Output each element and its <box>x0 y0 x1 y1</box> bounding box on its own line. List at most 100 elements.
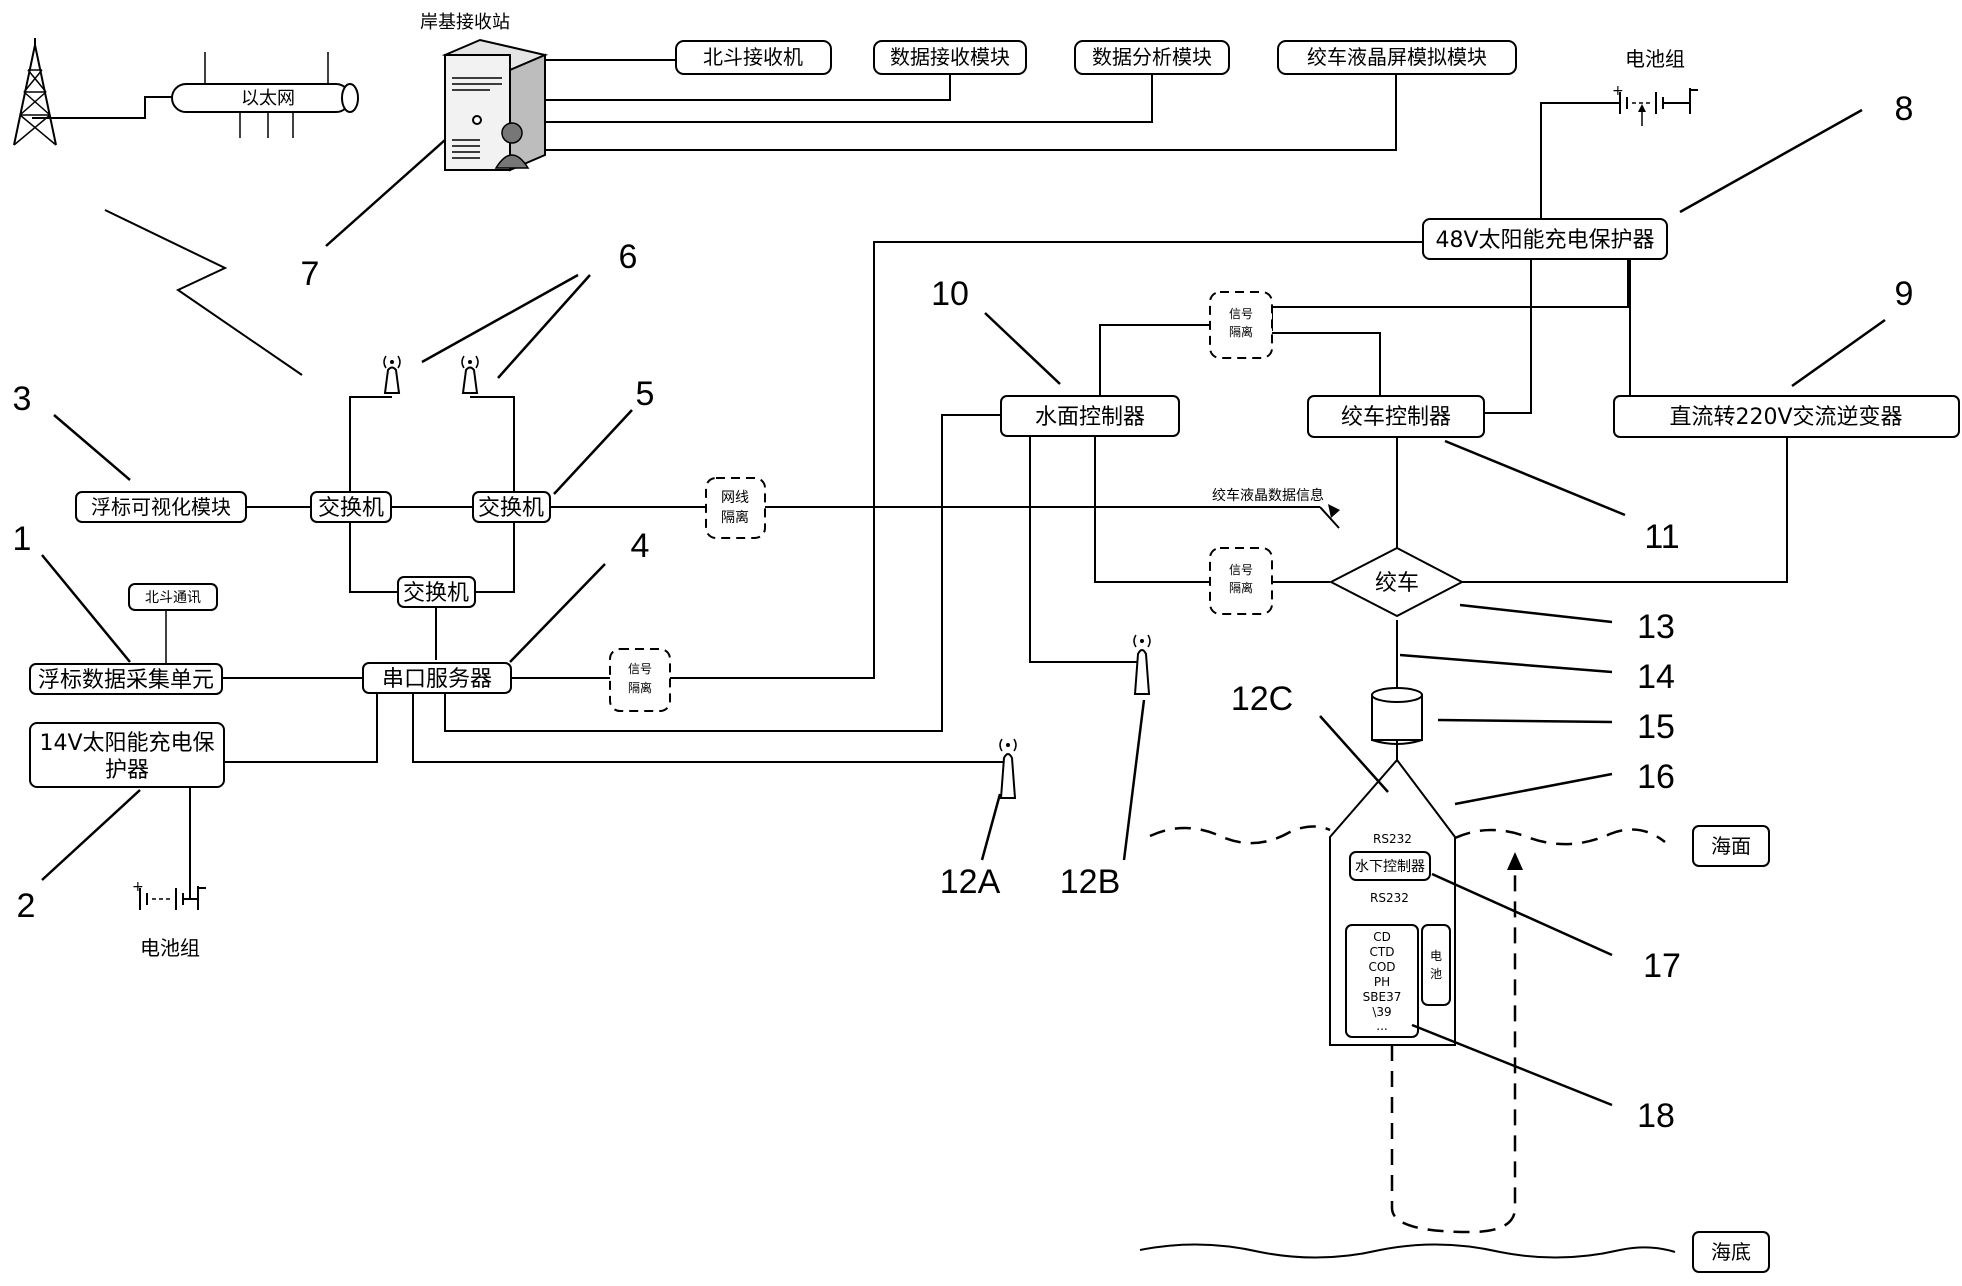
sea-bottom-box <box>1692 1231 1770 1273</box>
surface-ctrl-box <box>1000 395 1180 437</box>
sensor-4: SBE37 <box>1363 990 1402 1004</box>
sensor-1: CTD <box>1370 945 1395 959</box>
net-iso-label-1: 网线 <box>721 490 749 506</box>
data-analysis-box <box>1074 40 1230 75</box>
solar14-label-2: 护器 <box>105 758 149 783</box>
sea-surface-box <box>1692 825 1770 867</box>
data-receive-box <box>873 40 1027 75</box>
reference-leaders <box>41 108 1886 1107</box>
inner-battery-1: 电 <box>1430 949 1442 963</box>
antenna-icon-6b <box>461 355 479 394</box>
wireless-link-icon <box>104 209 303 376</box>
net-iso-box <box>705 477 766 539</box>
net-iso-label-2: 隔离 <box>721 509 749 526</box>
sensor-0: CD <box>1373 930 1391 944</box>
label-2: 2 <box>17 887 36 925</box>
solar14-label-1: 14V太阳能充电保 <box>39 731 214 756</box>
beidou-comm-box <box>128 583 218 611</box>
battery-bottom-label: 电池组 <box>140 936 200 960</box>
label-6: 6 <box>619 238 638 276</box>
winch-label: 绞车 <box>1375 571 1419 596</box>
lcd-info-label: 绞车液晶数据信息 <box>1212 487 1324 504</box>
winch-diamond <box>1328 546 1465 618</box>
switch-bottom-label: 交换机 <box>403 581 469 606</box>
label-15: 15 <box>1637 708 1675 746</box>
sig-iso-top-label-1: 信号 <box>1229 307 1253 321</box>
serial-server-box <box>362 662 512 694</box>
sig-iso-mid-label-2: 隔离 <box>1229 580 1253 595</box>
battery-top-icon: + 电池组 <box>1612 47 1698 126</box>
label-18: 18 <box>1637 1097 1675 1135</box>
battery-bottom-icon: + 电池组 <box>132 879 206 960</box>
inner-battery-box <box>1421 924 1451 1006</box>
buoy-vis-box <box>75 491 247 523</box>
radio-tower-icon <box>13 38 57 146</box>
rs232-top-label: RS232 <box>1373 832 1412 846</box>
winch-ctrl-box <box>1307 395 1485 438</box>
switch-left-box <box>310 491 392 523</box>
label-12b: 12B <box>1060 863 1121 901</box>
label-8: 8 <box>1895 90 1914 128</box>
sensor-3: PH <box>1374 975 1390 989</box>
data-analysis-label: 数据分析模块 <box>1092 45 1212 69</box>
data-receive-label: 数据接收模块 <box>890 45 1010 69</box>
inner-battery-2: 池 <box>1430 967 1442 981</box>
lcd-sim-label: 绞车液晶屏模拟模块 <box>1307 45 1487 69</box>
label-9: 9 <box>1895 275 1914 313</box>
surface-ctrl-label: 水面控制器 <box>1035 405 1145 430</box>
buoy-vis-label: 浮标可视化模块 <box>91 495 231 519</box>
label-10: 10 <box>931 275 969 313</box>
ethernet-pipe: 以太网 <box>171 83 359 113</box>
antenna-icon-6a <box>383 355 401 394</box>
ethernet-label: 以太网 <box>241 88 295 109</box>
sig-iso-box-bottom <box>609 648 671 712</box>
serial-server-label: 串口服务器 <box>382 667 492 692</box>
svg-text:+: + <box>132 879 144 895</box>
buoy-daq-box <box>29 663 223 695</box>
server-icon <box>441 38 549 172</box>
solar14-box <box>29 722 225 788</box>
user-icon <box>501 122 523 144</box>
switch-bottom-box <box>397 576 476 608</box>
under-ctrl-label: 水下控制器 <box>1355 859 1425 875</box>
solar48-box <box>1422 218 1668 260</box>
sig-iso-box-mid <box>1209 547 1273 615</box>
switch-group: 交换机 交换机 交换机 <box>310 491 551 608</box>
sensor-5: \39 <box>1372 1005 1391 1019</box>
sig-iso-mid-label-1: 信号 <box>1229 563 1253 577</box>
switch-left-label: 交换机 <box>318 496 384 521</box>
svg-text:+: + <box>1612 83 1624 99</box>
inverter-label: 直流转220V交流逆变器 <box>1669 405 1902 430</box>
sensor-2: COD <box>1368 960 1395 974</box>
label-3: 3 <box>13 380 32 418</box>
label-11: 11 <box>1644 518 1679 556</box>
beidou-receiver-box <box>675 40 832 75</box>
label-4: 4 <box>631 527 650 565</box>
beidou-comm-label: 北斗通讯 <box>145 590 201 606</box>
lcd-sim-box <box>1277 40 1517 75</box>
sea-surface-wave <box>1149 825 1666 846</box>
label-17: 17 <box>1643 947 1681 985</box>
label-12c: 12C <box>1231 680 1293 718</box>
sig-iso-bottom-label-2: 隔离 <box>628 680 652 695</box>
sig-iso-bottom-label-1: 信号 <box>628 662 652 676</box>
solar48-label: 48V太阳能充电保护器 <box>1435 228 1654 253</box>
float-canister <box>1371 687 1423 745</box>
label-1: 1 <box>13 520 32 558</box>
shore-station-title: 岸基接收站 <box>420 12 510 33</box>
label-13: 13 <box>1637 608 1675 646</box>
label-16: 16 <box>1637 758 1675 796</box>
battery-top-label: 电池组 <box>1625 47 1685 71</box>
switch-right-box <box>472 491 551 523</box>
label-12a: 12A <box>940 863 1001 901</box>
label-14: 14 <box>1637 658 1675 696</box>
sea-surface-label: 海面 <box>1711 834 1751 858</box>
sensor-box <box>1345 924 1419 1038</box>
antenna-icon-12b <box>1133 634 1151 695</box>
sea-bottom-line <box>1139 1243 1676 1259</box>
buoy-daq-label: 浮标数据采集单元 <box>38 668 214 693</box>
rs232-mid-label: RS232 <box>1370 891 1409 905</box>
beidou-receiver-label: 北斗接收机 <box>703 45 803 69</box>
